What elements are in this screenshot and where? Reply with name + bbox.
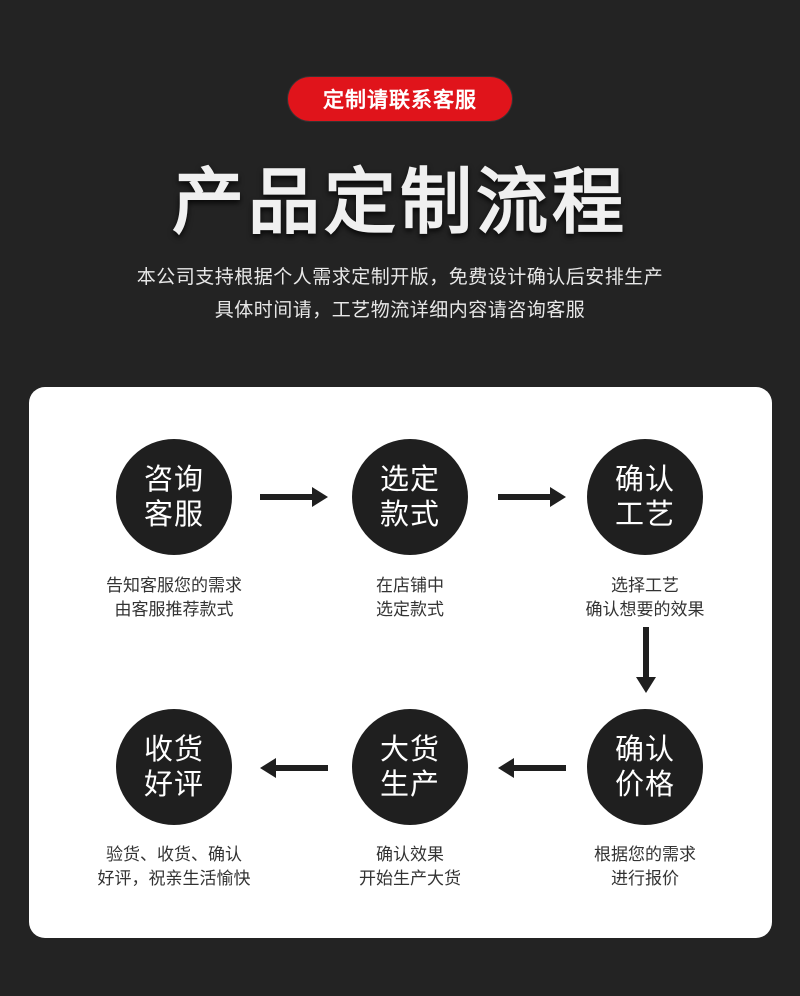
step-craft-desc: 选择工艺 确认想要的效果: [535, 574, 755, 622]
intro-line-1: 本公司支持根据个人需求定制开版，免费设计确认后安排生产: [136, 266, 664, 288]
step-production-circle: 大货生产: [352, 709, 468, 825]
step-consult-circle: 咨询客服: [116, 439, 232, 555]
page-title: 产品定制流程: [171, 159, 628, 244]
step-review-desc-line2: 好评，祝亲生活愉快: [97, 869, 251, 889]
step-consult-desc: 告知客服您的需求 由客服推荐款式: [64, 574, 284, 622]
step-production-desc-line1: 确认效果: [376, 845, 444, 865]
process-panel: 咨询客服 选定款式 确认工艺 告知客服您的需求 由客服推荐款式 在店铺中 选定款…: [29, 387, 772, 938]
step-production-desc-line2: 开始生产大货: [359, 869, 461, 889]
step-craft-desc-line1: 选择工艺: [611, 576, 679, 596]
step-price-circle: 确认价格: [587, 709, 703, 825]
contact-service-badge: 定制请联系客服: [288, 77, 512, 121]
step-select-desc-line2: 选定款式: [376, 600, 444, 620]
arrow-left-icon: [498, 758, 566, 778]
step-review-desc-line1: 验货、收货、确认: [106, 845, 242, 865]
arrow-down-icon: [636, 627, 656, 693]
step-craft-desc-line2: 确认想要的效果: [585, 600, 705, 620]
step-craft-circle: 确认工艺: [587, 439, 703, 555]
step-production-desc: 确认效果 开始生产大货: [300, 843, 520, 891]
step-select-title: 选定款式: [379, 462, 440, 531]
step-craft-title: 确认工艺: [614, 462, 675, 531]
step-select-circle: 选定款式: [352, 439, 468, 555]
intro-line-2: 具体时间请，工艺物流详细内容请咨询客服: [214, 299, 586, 321]
step-select-desc: 在店铺中 选定款式: [300, 574, 520, 622]
step-review-desc: 验货、收货、确认 好评，祝亲生活愉快: [64, 843, 284, 891]
arrow-left-icon: [260, 758, 328, 778]
arrow-right-icon: [260, 487, 328, 507]
step-price-desc-line2: 进行报价: [611, 869, 679, 889]
step-consult-desc-line2: 由客服推荐款式: [114, 600, 234, 620]
step-consult-title: 咨询客服: [143, 462, 204, 531]
step-price-title: 确认价格: [614, 732, 675, 801]
step-price-desc-line1: 根据您的需求: [594, 845, 696, 865]
step-review-title: 收货好评: [143, 732, 204, 801]
arrow-right-icon: [498, 487, 566, 507]
step-consult-desc-line1: 告知客服您的需求: [106, 576, 242, 596]
step-production-title: 大货生产: [379, 732, 440, 801]
step-price-desc: 根据您的需求 进行报价: [535, 843, 755, 891]
step-review-circle: 收货好评: [116, 709, 232, 825]
step-select-desc-line1: 在店铺中: [376, 576, 444, 596]
